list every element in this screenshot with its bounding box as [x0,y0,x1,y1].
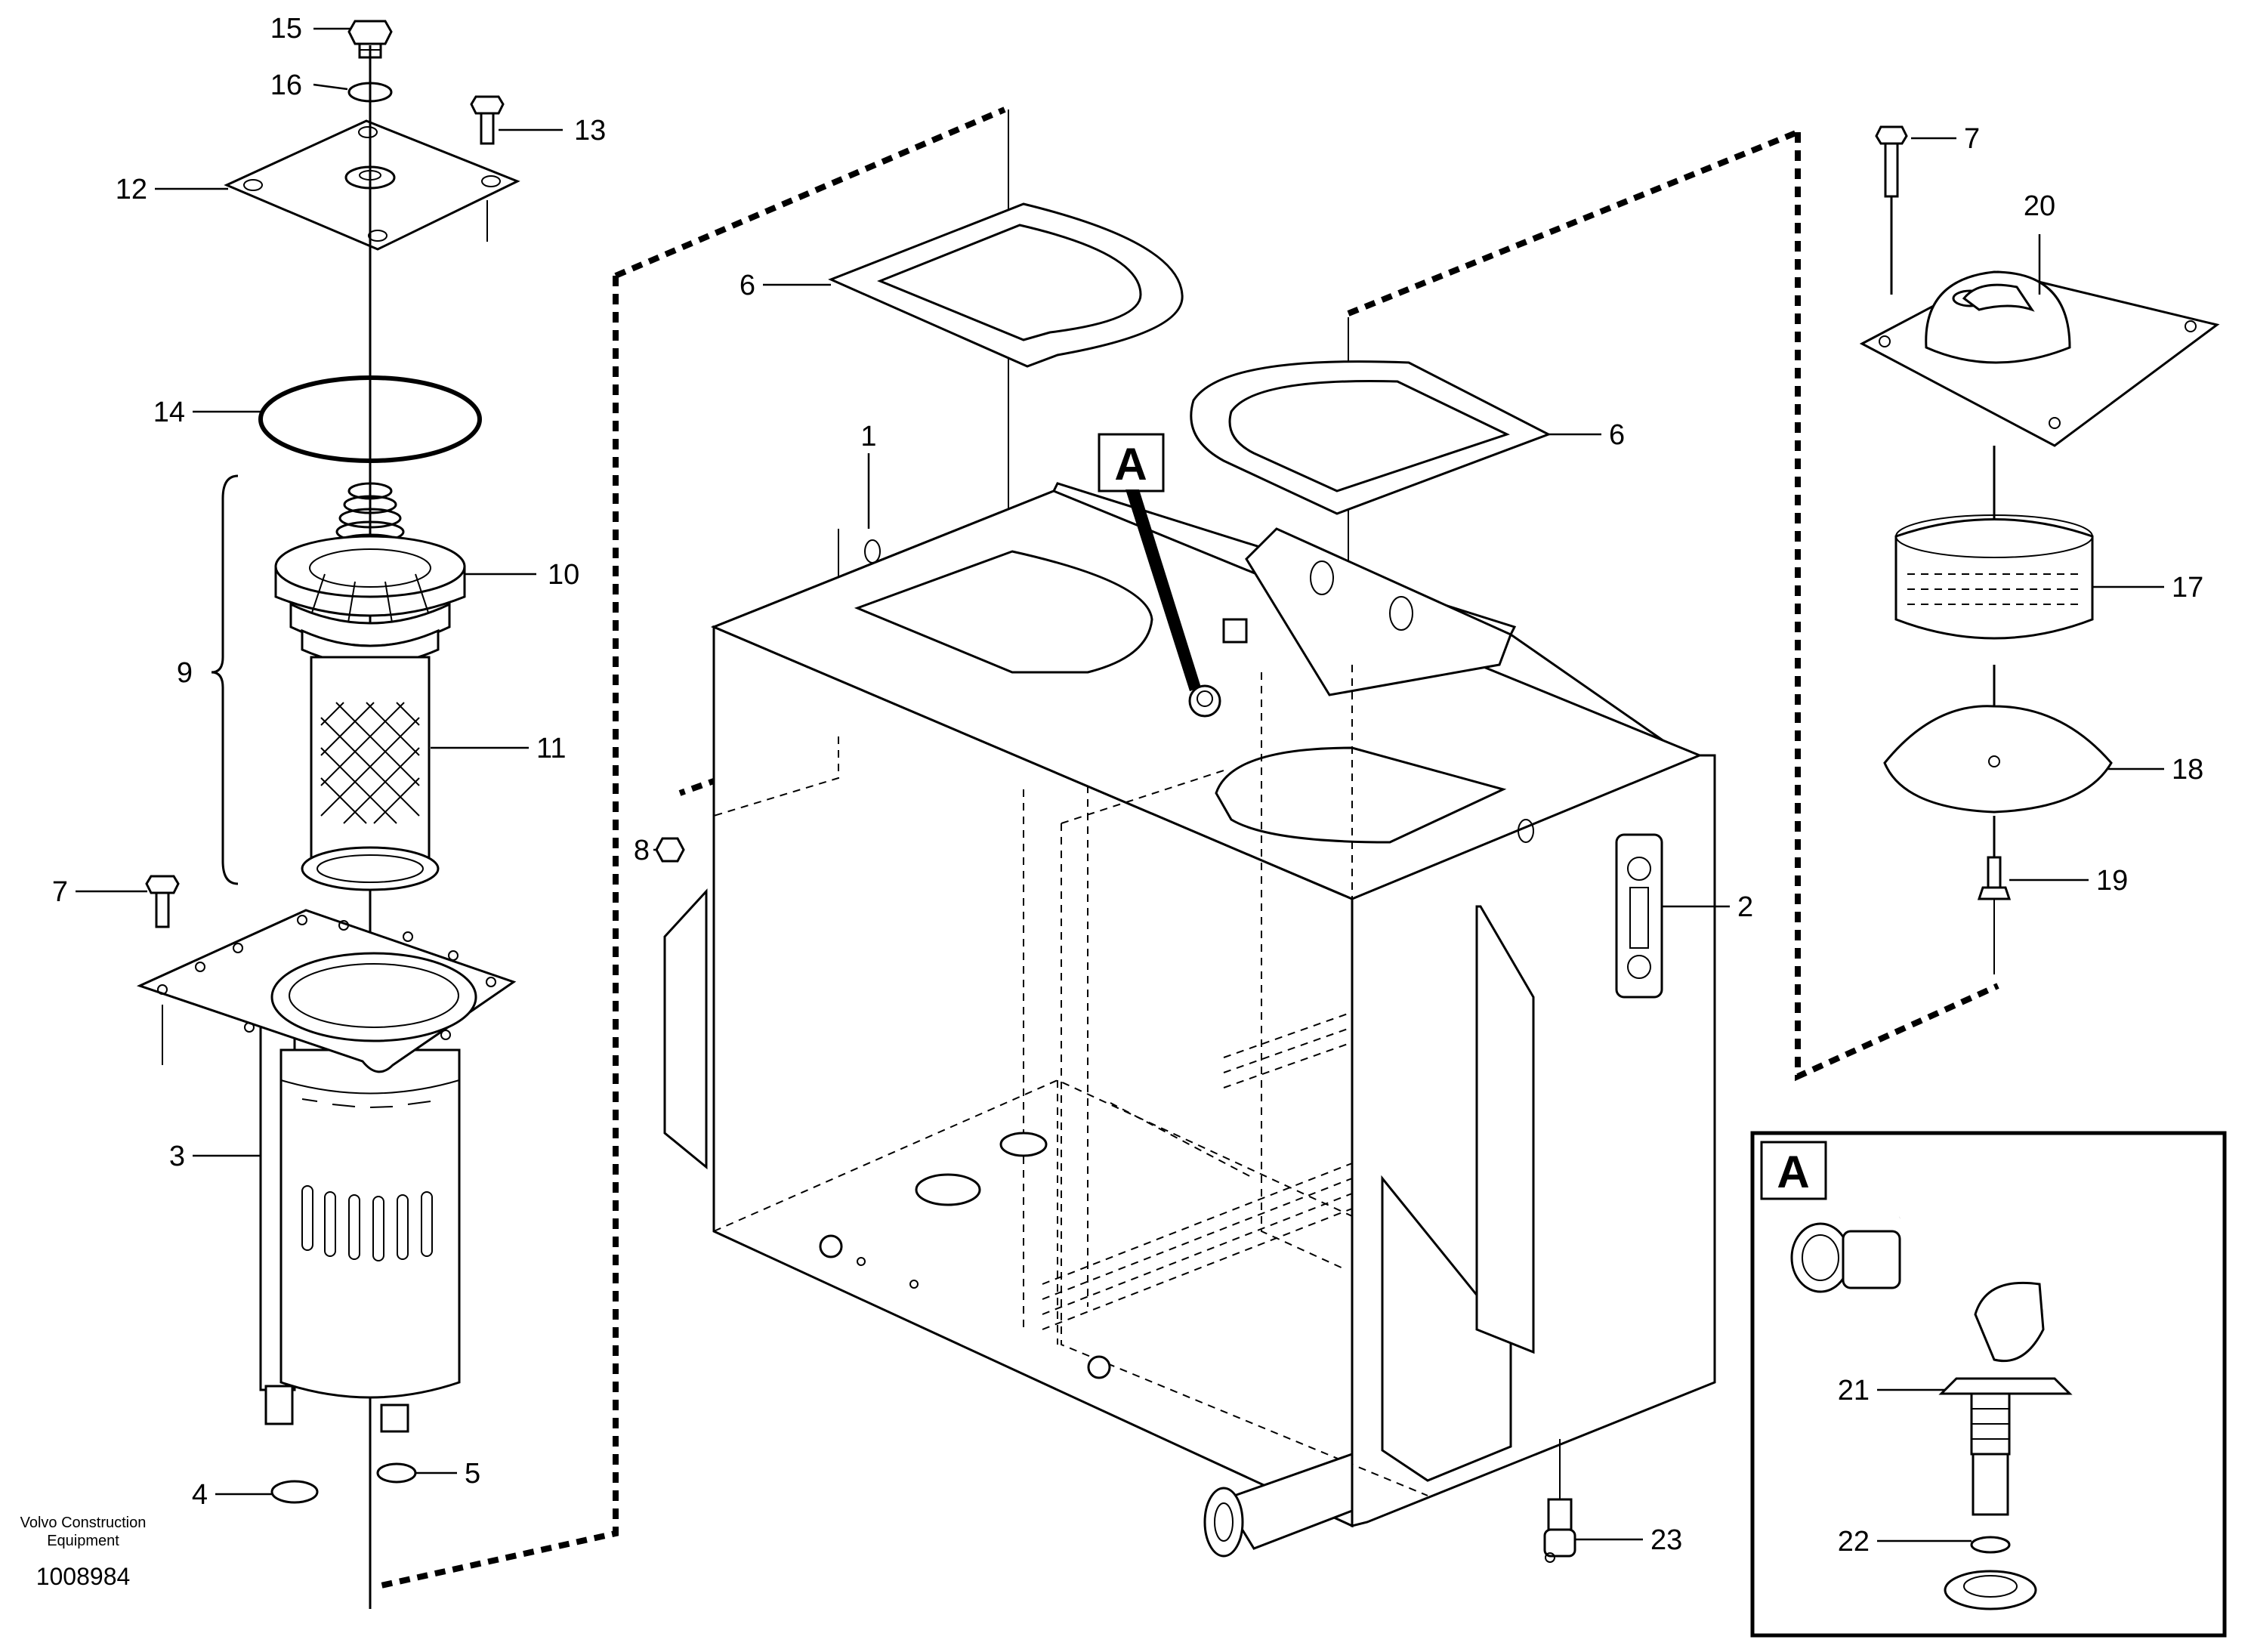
callout-21: 21 [1838,1375,1870,1407]
credit-line-1: Volvo Construction [20,1515,147,1531]
callout-2: 2 [1737,891,1753,923]
breather-cap-20-icon [1859,270,2220,447]
bolt-7-left-icon [145,875,180,928]
callout-8: 8 [634,835,650,866]
deflector-18-icon [1883,705,2113,814]
callout-5: 5 [465,1458,480,1490]
outlet-pipe-icon [1203,1452,1354,1558]
detail-box-a-label: A [1777,1147,1809,1197]
callout-20: 20 [2024,190,2055,222]
callout-3: 3 [169,1141,185,1172]
filter-assembly [136,20,520,1609]
callout-4: 4 [192,1479,208,1511]
drain-valve-23-icon [1543,1439,1576,1563]
callout-13: 13 [574,115,606,147]
callout-17: 17 [2172,572,2203,604]
callout-7-right: 7 [1964,123,1980,155]
callout-15: 15 [270,13,302,45]
cover-plate-12-icon [224,119,520,251]
callout-22: 22 [1838,1526,1870,1558]
leader-lines [76,27,2164,1542]
o-ring-4-icon [270,1480,319,1504]
o-ring-5-icon [376,1462,417,1484]
callout-6-left: 6 [740,270,755,301]
filter-band-17-icon [1894,514,2094,640]
o-ring-14-icon [258,375,482,463]
callout-10: 10 [548,559,579,591]
internal-fittings-icon [819,1132,1111,1379]
callout-11: 11 [536,733,566,764]
sight-glass-2-icon [1615,833,1663,999]
hydraulic-tank: A [377,107,1999,1589]
breather-assembly [1859,125,2220,900]
perforated-baffle-icon [1042,1011,1353,1330]
detail-marker-a: A [1098,433,1201,691]
callout-1: 1 [860,421,876,452]
callout-labels: 15 16 13 12 14 9 10 11 7 3 4 5 6 1 6 8 2… [52,13,2203,1558]
valve-head-10-icon [274,535,466,666]
callout-19: 19 [2096,865,2128,897]
bolt-7-right-icon [1875,125,1908,198]
gasket-6-left-icon [828,202,1184,368]
callout-9: 9 [177,657,193,689]
document-number: 1008984 [36,1563,131,1590]
callout-7-left: 7 [52,876,68,908]
credit-block: Volvo Construction Equipment 1008984 [20,1515,147,1590]
callout-12: 12 [116,174,147,205]
nut-8-icon [655,837,685,863]
group-brace-9-icon [211,474,239,885]
detail-marker-a-label: A [1114,439,1147,489]
callout-18: 18 [2172,754,2203,786]
gasket-6-right-icon [1190,360,1552,515]
bolt-13-icon [470,95,505,145]
screw-19-icon [1977,856,2012,900]
pressure-sensor-icon [1790,1184,2196,1610]
mesh-filter-11-icon [301,656,440,891]
detail-a-box: A [1750,1131,2227,1638]
flange-tube-3-icon [136,909,517,1433]
credit-line-2: Equipment [47,1533,119,1549]
callout-6-right: 6 [1609,419,1625,451]
callout-14: 14 [153,397,185,428]
callout-16: 16 [270,69,302,101]
callout-23: 23 [1650,1524,1682,1556]
